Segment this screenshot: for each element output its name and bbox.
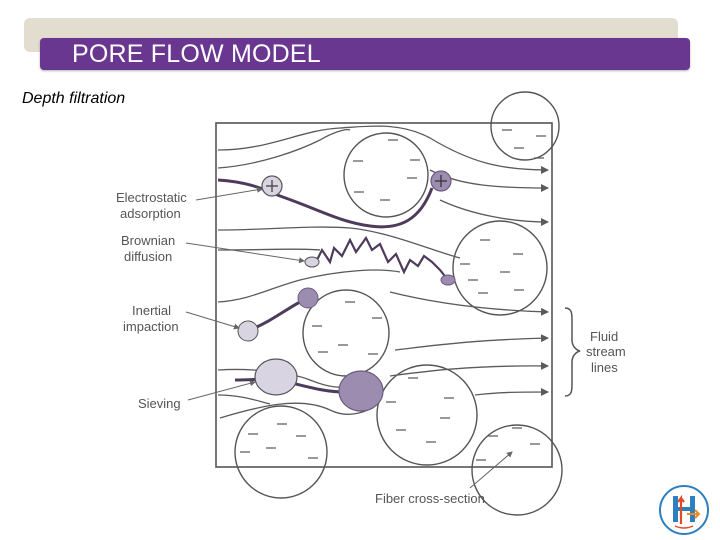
label-inertial-2: impaction [123,319,179,334]
fluid-stream-lines [217,125,549,419]
label-fluid-3: lines [591,360,618,375]
label-fluid-2: stream [586,344,626,359]
particle-paths [217,178,434,394]
sieving-particle-captured [338,370,384,412]
brownian-path [311,235,449,281]
brownian-particle-captured [440,274,456,286]
diagram-frame [215,122,553,468]
inertial-particle-free [237,320,259,342]
label-fluid-1: Fluid [590,329,618,344]
label-inertial-1: Inertial [132,303,171,318]
stream-lines-brace [564,307,581,397]
inertial-particle-captured [297,287,319,309]
label-brownian-1: Brownian [121,233,175,248]
label-electrostatic-1: Electrostatic [116,190,187,205]
label-brownian-2: diffusion [124,249,172,264]
negative-charges [240,129,546,461]
particles [237,170,456,412]
label-sieving: Sieving [138,396,181,411]
label-electrostatic-2: adsorption [120,206,181,221]
brownian-particle-free [304,256,320,268]
leader-lines [185,186,513,489]
label-fiber-cross-section: Fiber cross-section [375,491,485,506]
slide-subtitle: Depth filtration [22,90,126,107]
sieving-particle-free [254,358,298,396]
slide-title: PORE FLOW MODEL [72,40,321,68]
title-bar [40,38,690,70]
university-logo-icon [659,485,709,535]
fiber-cross-sections [234,91,563,516]
